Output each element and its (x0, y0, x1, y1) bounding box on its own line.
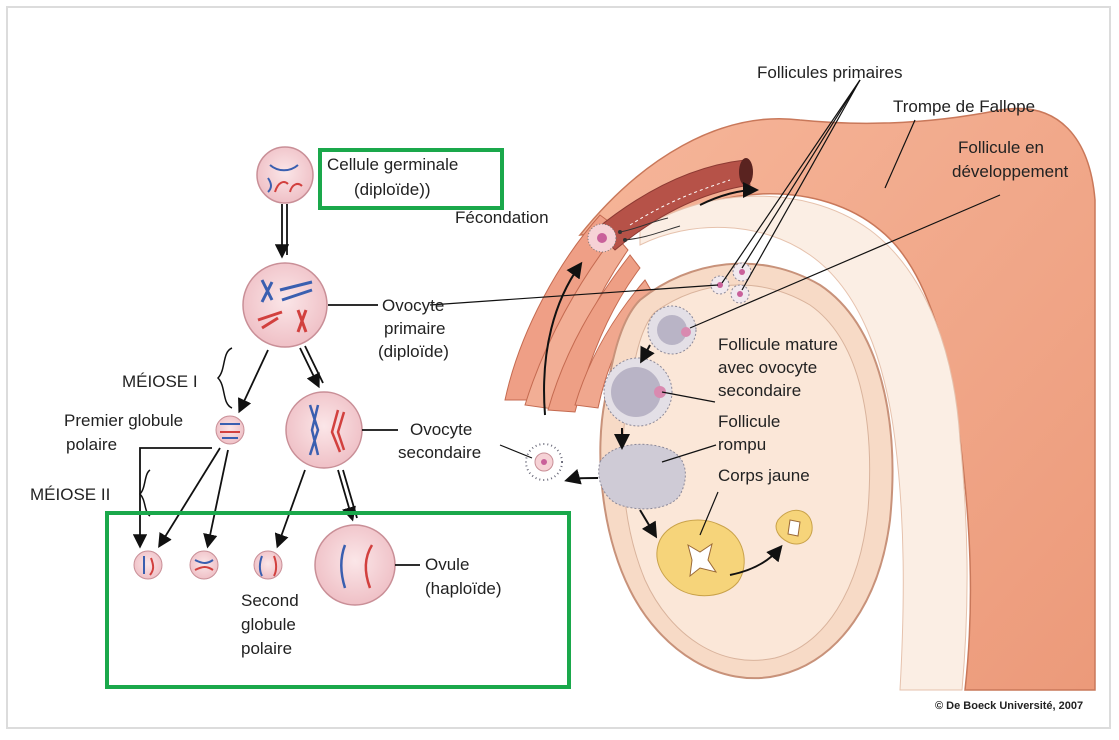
frame-border (6, 6, 1111, 729)
